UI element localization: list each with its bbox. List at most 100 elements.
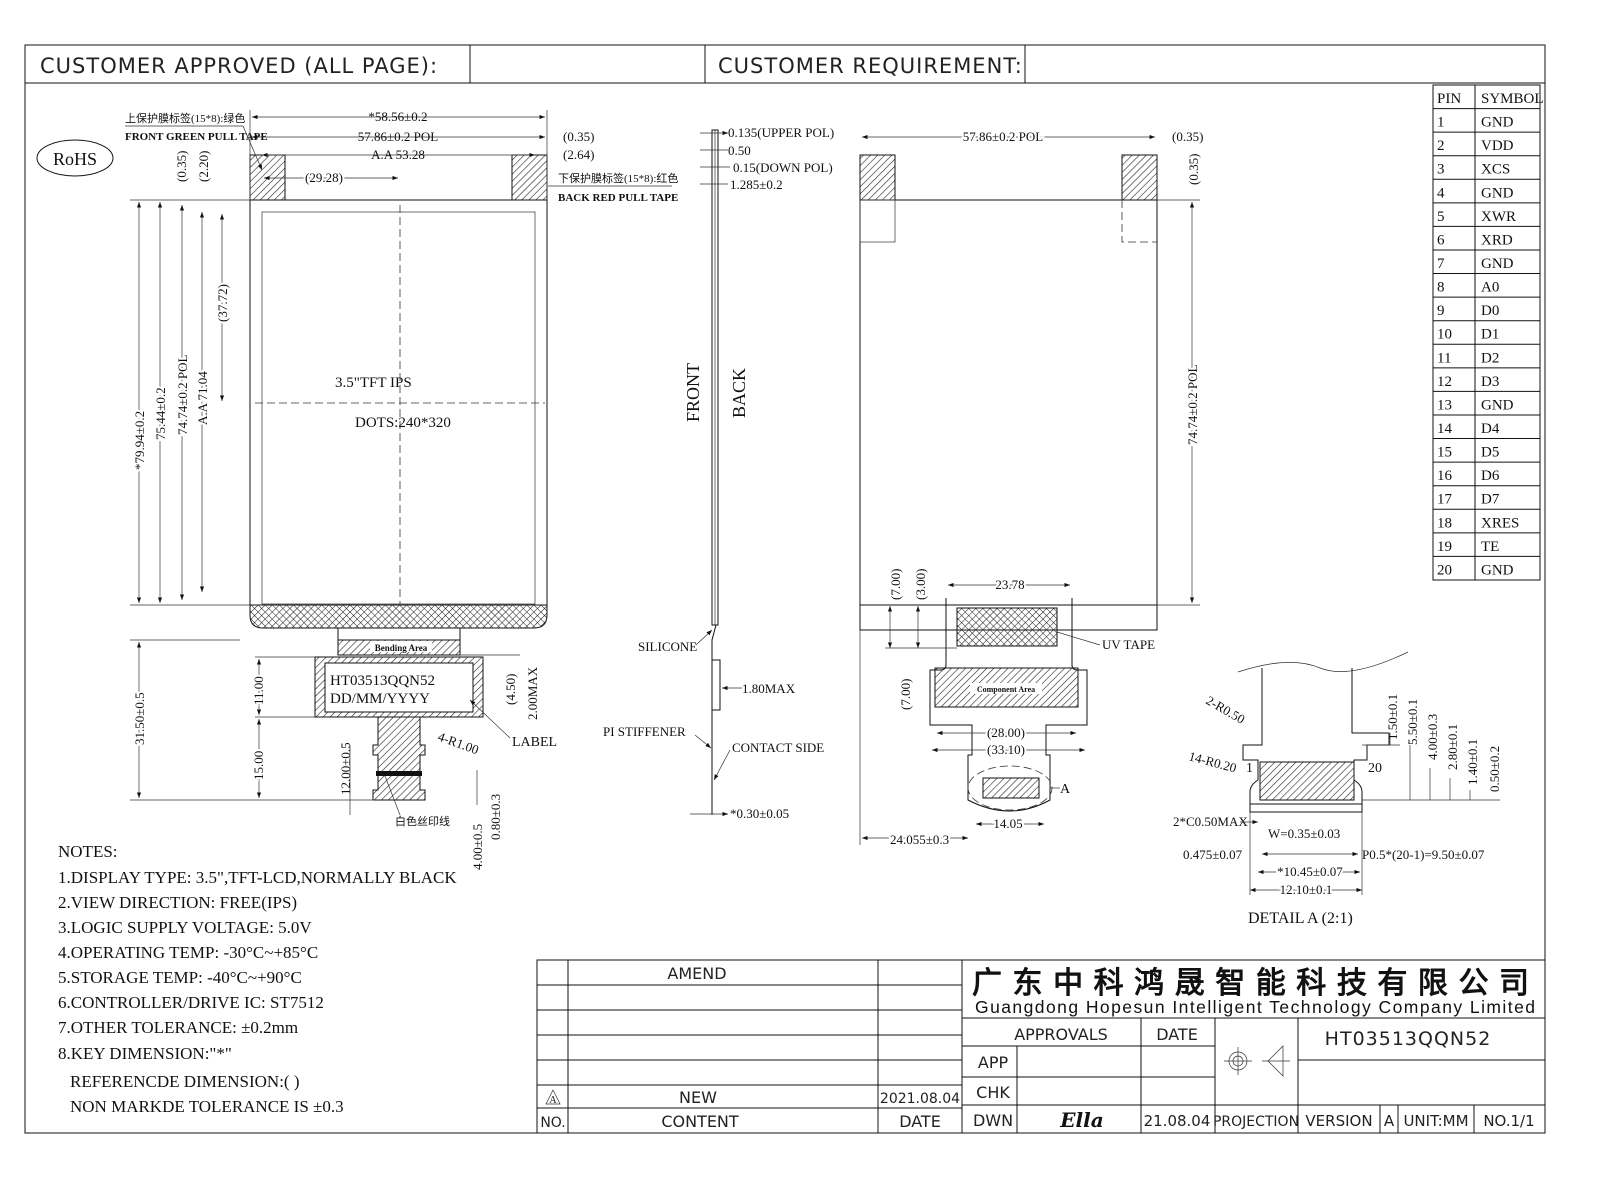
- revision-triangle-icon: [545, 1089, 561, 1105]
- revision-date: 2021.08.04: [880, 1091, 960, 1107]
- dim-right-264: (2.64): [563, 147, 594, 162]
- dim-fpc-4: 4.00±0.5: [470, 824, 485, 870]
- detail-d550: 5.50±0.1: [1405, 699, 1420, 745]
- pin-number: 14: [1437, 421, 1453, 437]
- detail-a-callout: A: [1060, 782, 1071, 797]
- active-area: [261, 211, 536, 605]
- detail-pitch: P0.5*(20-1)=9.50±0.07: [1362, 847, 1485, 862]
- dim-label-45: (4.50): [503, 674, 518, 705]
- note-item: 4.OPERATING TEMP: -30°C~+85°C: [58, 943, 318, 962]
- pin-symbol: D1: [1481, 327, 1499, 343]
- back-dim-28: (28.00): [987, 725, 1025, 740]
- fpc-tail: [372, 717, 426, 801]
- amend-header: AMEND: [667, 964, 726, 983]
- dim-upper-pol: 0.135(UPPER POL): [728, 125, 834, 140]
- dim-180max: 1.80MAX: [742, 681, 796, 696]
- pin-number: 15: [1437, 445, 1452, 461]
- dim-total-width: *58.56±0.2: [368, 109, 427, 124]
- dim-aa-width: A.A 53.28: [371, 147, 425, 162]
- back-label: BACK: [729, 368, 749, 418]
- pin-symbol: GND: [1481, 562, 1514, 578]
- pin-symbol: D2: [1481, 350, 1499, 366]
- approvals-header: APPROVALS: [1014, 1025, 1108, 1044]
- pin-number: 16: [1437, 468, 1453, 484]
- pin-symbol: D3: [1481, 374, 1499, 390]
- pin-number: 1: [1437, 115, 1445, 131]
- detail-width: W=0.35±0.03: [1268, 826, 1340, 841]
- pin-number: 7: [1437, 256, 1445, 272]
- dim-tail-height: 15.00: [251, 751, 266, 780]
- dim-center-vertical: (37.72): [215, 284, 230, 322]
- detail-d280: 2.80±0.1: [1445, 724, 1460, 770]
- uv-tape: [956, 607, 1058, 647]
- pi-stiffener-label: PI STIFFENER: [603, 724, 686, 739]
- front-tape-cn: 上保护膜标签(15*8):绿色: [125, 111, 245, 125]
- pin-number: 11: [1437, 350, 1451, 366]
- dim-down-pol: 0.15(DOWN POL): [733, 160, 833, 175]
- side-fpc: [711, 624, 717, 815]
- silicone-label: SILICONE: [638, 639, 697, 654]
- unit-label: UNIT:MM: [1403, 1112, 1468, 1130]
- pin-number: 2: [1437, 138, 1445, 154]
- customer-approved-label: CUSTOMER APPROVED (ALL PAGE):: [40, 54, 438, 78]
- pin-number: 4: [1437, 185, 1445, 201]
- dim-030: *0.30±0.05: [730, 806, 789, 821]
- detail-d050: 0.50±0.2: [1487, 746, 1502, 792]
- back-dim-1405: 14.05: [993, 816, 1022, 831]
- pin-symbol: D5: [1481, 445, 1499, 461]
- dim-pol-height: 74.74±0.2 POL: [175, 354, 190, 435]
- pin-number: 8: [1437, 280, 1445, 296]
- back-dim-700b: (7.00): [898, 679, 913, 710]
- label-callout: LABEL: [512, 735, 557, 750]
- pin-symbol: GND: [1481, 185, 1514, 201]
- component-area-label: Component Area: [977, 685, 1035, 694]
- note-item: 2.VIEW DIRECTION: FREE(IPS): [58, 893, 297, 912]
- header-row: CUSTOMER APPROVED (ALL PAGE): CUSTOMER R…: [25, 45, 1545, 84]
- note-item: 6.CONTROLLER/DRIVE IC: ST7512: [58, 993, 324, 1012]
- col-date: DATE: [899, 1112, 941, 1131]
- dwn-label: DWN: [973, 1111, 1013, 1130]
- detail-pin20: 20: [1368, 761, 1382, 776]
- revision-content: NEW: [679, 1088, 717, 1107]
- back-view: 57.86±0.2 POL (0.35) (0.35) 74.74±0.2 PO…: [859, 127, 1203, 849]
- pin-symbol: XWR: [1481, 209, 1516, 225]
- detail-a: 2-R0.50 14-R0.20 1 20 1.50±0.1 5.50±0.1 …: [1173, 651, 1502, 927]
- back-dim-pol-height: 74.74±0.2 POL: [1185, 364, 1200, 445]
- back-tape-en: BACK RED PULL TAPE: [558, 192, 678, 204]
- note-item: 5.STORAGE TEMP: -40°C~+90°C: [58, 968, 302, 987]
- title-block: AMEND A NEW 2021.08.04 NO. CONTENT DATE …: [536, 959, 1546, 1134]
- dim-center-offset: (29.28): [305, 170, 343, 185]
- dim-050: 0.50: [728, 143, 751, 158]
- back-dim-300: (3.00): [913, 569, 928, 600]
- customer-requirement-label: CUSTOMER REQUIREMENT:: [718, 54, 1023, 78]
- pin-symbol: GND: [1481, 115, 1514, 131]
- sheet-number: NO.1/1: [1483, 1112, 1534, 1130]
- pin-symbol: D6: [1481, 468, 1500, 484]
- dim-aa-height: A.A 71.04: [195, 371, 210, 425]
- side-view: 0.135(UPPER POL) 0.50 0.15(DOWN POL) 1.2…: [603, 125, 834, 821]
- dim-fpc-12: 12.00±0.5: [338, 742, 353, 795]
- dim-fpc-08: 0.80±0.3: [488, 794, 503, 840]
- pin-number: 5: [1437, 209, 1445, 225]
- rohs-badge: [36, 139, 114, 177]
- app-label: APP: [978, 1053, 1009, 1072]
- pin-symbol: A0: [1481, 280, 1499, 296]
- company-name-cn: 广东中科鸿晟智能科技有限公司: [972, 966, 1532, 1001]
- dim-fpc-length: 31.50±0.5: [132, 692, 147, 745]
- chk-label: CHK: [976, 1083, 1010, 1102]
- note-item: 7.OTHER TOLERANCE: ±0.2mm: [58, 1018, 298, 1037]
- silk-print-line: [376, 771, 422, 776]
- detail-d150: 1.50±0.1: [1385, 694, 1400, 740]
- dim-pol-width: 57.86±0.2 POL: [358, 129, 439, 144]
- pin-number: 9: [1437, 303, 1445, 319]
- back-dim-700: (7.00): [888, 569, 903, 600]
- pin-number: 3: [1437, 162, 1445, 178]
- pin-symbol: VDD: [1481, 138, 1514, 154]
- pin-number: 13: [1437, 397, 1452, 413]
- dim-1285: 1.285±0.2: [730, 177, 783, 192]
- version-label: VERSION: [1305, 1112, 1372, 1130]
- col-content: CONTENT: [661, 1112, 739, 1131]
- front-view: 3.5"TFT IPS DOTS:240*320 上保护膜标签(15*8):绿色…: [125, 109, 678, 870]
- back-dim-035: (0.35): [1172, 129, 1203, 144]
